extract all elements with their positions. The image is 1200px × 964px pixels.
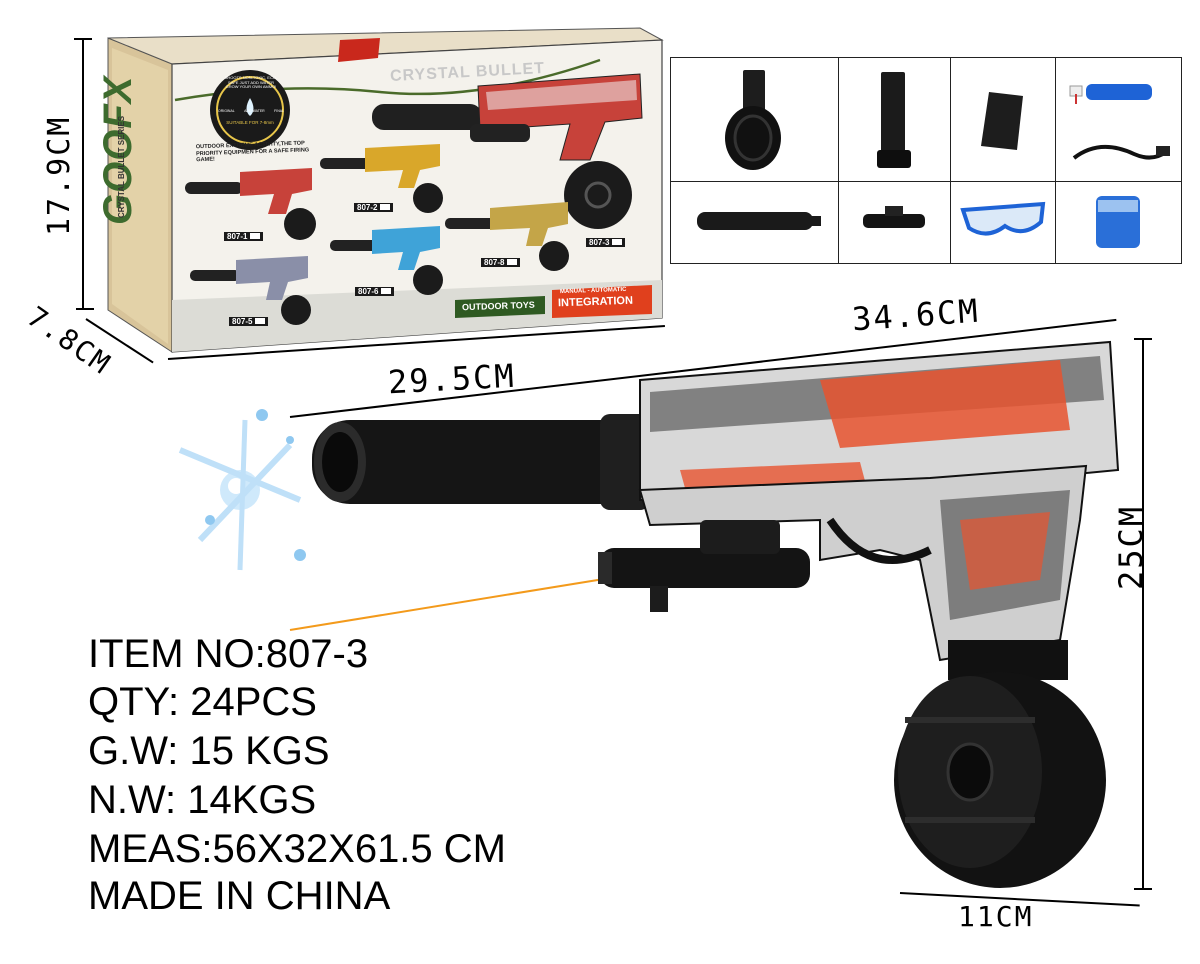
- stick-magazine-icon: [877, 72, 911, 168]
- measurement-text: MEAS:56X32X61.5 CM: [88, 827, 506, 871]
- package-box-drawing: [107, 27, 664, 353]
- product-gun-drawing: [178, 340, 1120, 888]
- variant-label: 807-5: [229, 317, 268, 326]
- variant-label: 807-1: [224, 232, 263, 241]
- item-number-text: ITEM NO:807-3: [88, 632, 369, 676]
- silencer-icon: [697, 212, 821, 230]
- accessory-cell: [671, 58, 839, 182]
- accessory-cell: [839, 58, 951, 182]
- dimension-tick: [1134, 338, 1152, 340]
- laser-beam: [289, 577, 611, 631]
- short-magazine-icon: [981, 92, 1023, 150]
- accessory-cell: [951, 182, 1056, 263]
- gross-weight-text: G.W: 15 KGS: [88, 729, 330, 773]
- dimension-tick: [76, 308, 94, 310]
- accessory-cell: [951, 58, 1056, 182]
- feature-badge-labels: ORIGINAL ADD WATER FINAL: [218, 109, 284, 113]
- variant-label: 807-6: [355, 287, 394, 296]
- drum-magazine-icon: [725, 70, 781, 170]
- origin-text: MADE IN CHINA: [88, 874, 391, 918]
- drum-width-label: 11CM: [958, 900, 1034, 933]
- product-height-dimension-line: [1142, 338, 1144, 890]
- variant-label: 807-3: [586, 238, 625, 247]
- safety-goggles-icon: [960, 201, 1046, 236]
- box-height-label: 17.9CM: [42, 115, 77, 236]
- box-series-label: CRYSTAL BULLET SERIES: [117, 115, 126, 218]
- dimension-tick: [74, 38, 92, 40]
- net-weight-text: N.W: 14KGS: [88, 778, 317, 822]
- feature-badge-text: SHOOTS NON-TOXIC, ECO-SAFE JUST ADD WATE…: [224, 75, 278, 90]
- accessory-cell: [1056, 182, 1181, 263]
- laser-sight-icon: [863, 206, 925, 228]
- variant-label: 807-2: [354, 203, 393, 212]
- battery-icon: [1069, 84, 1170, 160]
- accessory-cell: [839, 182, 951, 263]
- accessories-panel: [670, 57, 1182, 264]
- box-height-dimension-line: [82, 39, 84, 311]
- product-height-label: 25CM: [1112, 504, 1150, 590]
- quantity-text: QTY: 24PCS: [88, 680, 317, 724]
- gel-beads-icon: [1096, 196, 1140, 248]
- variant-guns: [185, 144, 569, 325]
- accessory-cell: [1056, 58, 1181, 182]
- package-box: GOOFX CRYSTAL BULLET SERIES CRYSTAL BULL…: [0, 0, 680, 380]
- dimension-tick: [1134, 888, 1152, 890]
- water-splash: [178, 409, 306, 571]
- feature-badge-size: SUITABLE FOR 7-8mm: [226, 120, 274, 125]
- variant-label: 807-8: [481, 258, 520, 267]
- accessory-cell: [671, 182, 839, 263]
